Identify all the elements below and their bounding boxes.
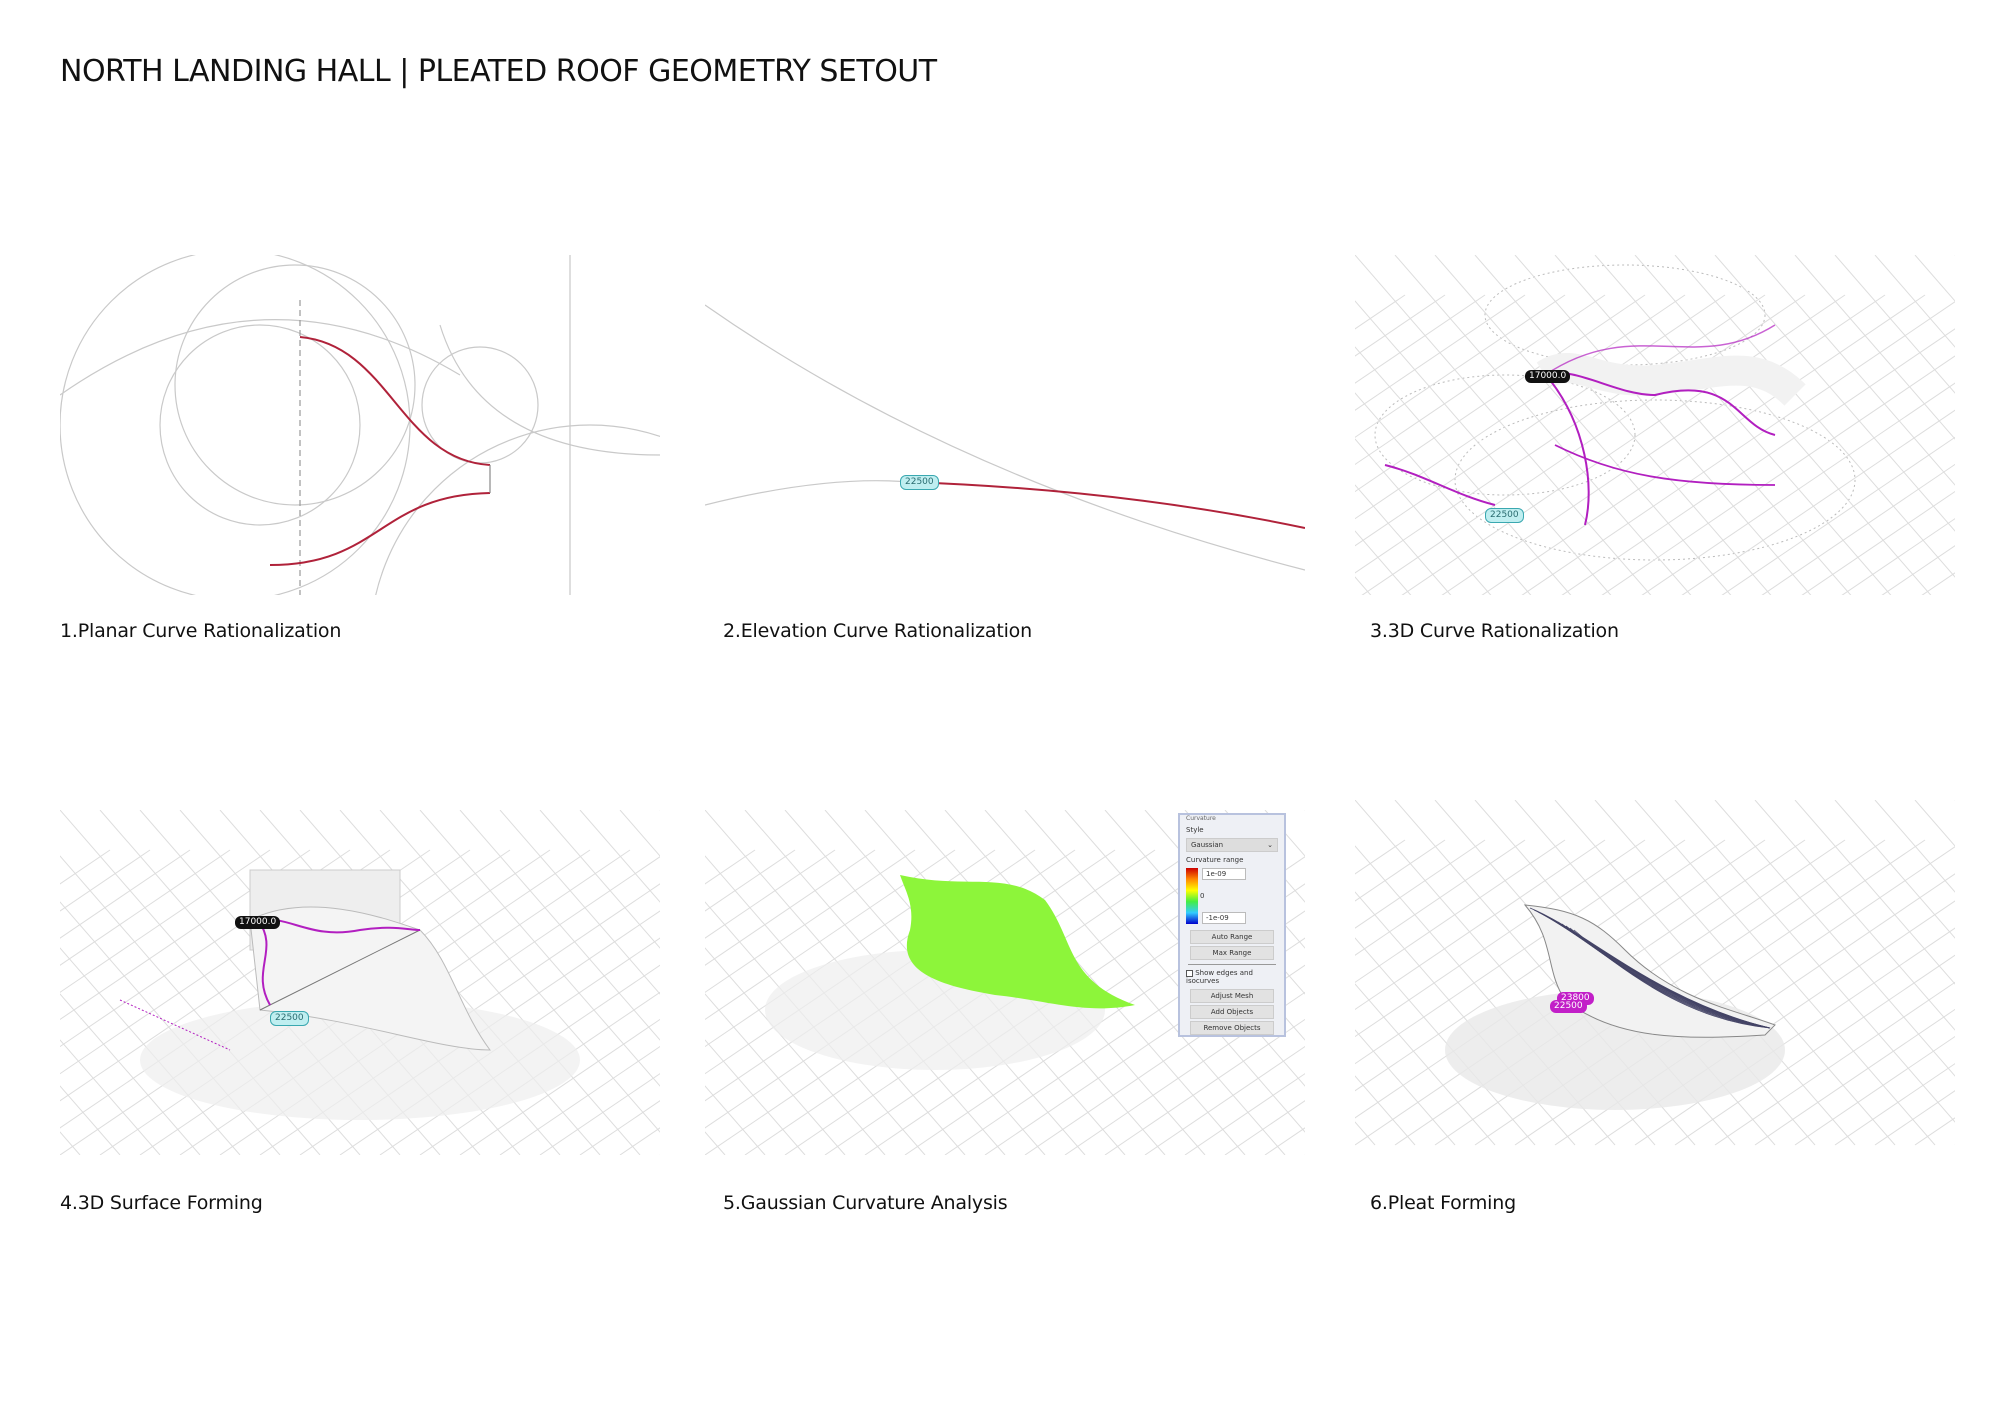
color-range: 1e-09 0 -1e-09: [1186, 868, 1278, 928]
surface-forming-diagram: [60, 810, 660, 1155]
elevation-tag: 22500: [1485, 508, 1524, 523]
style-dropdown[interactable]: Gaussian ⌄: [1186, 838, 1278, 852]
style-label: Style: [1186, 826, 1204, 834]
checkbox-label: Show edges and isocurves: [1186, 969, 1253, 985]
remove-objects-button[interactable]: Remove Objects: [1190, 1021, 1274, 1035]
max-field[interactable]: 1e-09: [1202, 868, 1246, 880]
min-field[interactable]: -1e-09: [1202, 912, 1246, 924]
planar-curve-diagram: [60, 255, 660, 595]
iso-grid: [1355, 255, 1955, 595]
show-edges-checkbox[interactable]: Show edges and isocurves: [1186, 969, 1278, 985]
caption-6: 6.Pleat Forming: [1370, 1192, 1516, 1214]
elevation-curve-diagram: [705, 300, 1305, 580]
caption-4: 4.3D Surface Forming: [60, 1192, 263, 1214]
curvature-dialog: Curvature Style Gaussian ⌄ Curvature rang…: [1178, 813, 1286, 1037]
curvature-analysis-diagram: [705, 810, 1305, 1155]
page-title: NORTH LANDING HALL | PLEATED ROOF GEOMET…: [60, 54, 937, 89]
pleat-lines: [1529, 907, 1771, 1029]
elevation-tag: 22500: [270, 1011, 309, 1026]
pleat-tag: 22500: [1550, 1000, 1587, 1013]
color-scale-bar: [1186, 868, 1198, 924]
max-range-button[interactable]: Max Range: [1190, 946, 1274, 960]
caption-1: 1.Planar Curve Rationalization: [60, 620, 342, 642]
adjust-mesh-button[interactable]: Adjust Mesh: [1190, 989, 1274, 1003]
range-label: Curvature range: [1186, 856, 1244, 864]
pleat-forming-diagram: [1355, 800, 1955, 1155]
add-objects-button[interactable]: Add Objects: [1190, 1005, 1274, 1019]
caption-2: 2.Elevation Curve Rationalization: [723, 620, 1032, 642]
height-tag: 17000.0: [1525, 370, 1571, 383]
chevron-down-icon: ⌄: [1267, 841, 1273, 849]
dialog-title: Curvature: [1186, 815, 1216, 822]
auto-range-button[interactable]: Auto Range: [1190, 930, 1274, 944]
3d-curve-diagram: [1355, 255, 1955, 595]
style-value: Gaussian: [1191, 841, 1224, 849]
height-tag: 17000.0: [235, 916, 281, 929]
caption-5: 5.Gaussian Curvature Analysis: [723, 1192, 1008, 1214]
checkbox[interactable]: [1186, 969, 1193, 977]
caption-3: 3.3D Curve Rationalization: [1370, 620, 1619, 642]
elevation-tag: 22500: [900, 475, 939, 490]
zero-label: 0: [1200, 892, 1205, 900]
